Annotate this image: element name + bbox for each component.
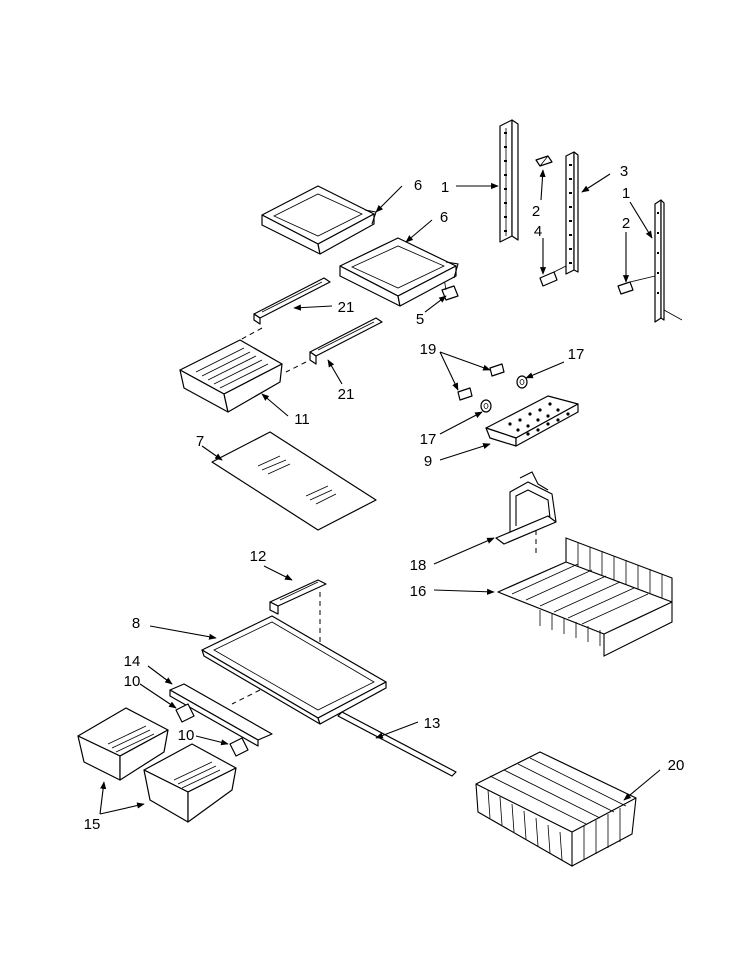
callout-4: 4 xyxy=(534,223,542,240)
callout-6a: 6 xyxy=(414,177,422,194)
callout-21a: 21 xyxy=(338,299,355,316)
bracket-part-18 xyxy=(495,471,557,545)
callout-11: 11 xyxy=(294,411,310,428)
washer-part-17a xyxy=(516,375,528,389)
callout-6b: 6 xyxy=(440,209,448,226)
drawer-part-15b xyxy=(143,743,237,823)
callout-5: 5 xyxy=(416,311,424,328)
screw-part-19b xyxy=(457,387,473,401)
callout-17a: 17 xyxy=(568,346,585,363)
callout-2b: 2 xyxy=(622,215,630,232)
callout-10b: 10 xyxy=(178,727,195,744)
callout-19: 19 xyxy=(420,341,437,358)
wire-shelf-part-16 xyxy=(497,537,673,657)
callout-labels: 1 2 3 1 2 4 5 6 6 21 21 11 7 19 17 17 9 … xyxy=(84,163,685,833)
cover-part-14 xyxy=(169,683,273,747)
shelf-upper xyxy=(261,185,377,255)
bin-part-9 xyxy=(485,395,579,447)
callout-9: 9 xyxy=(424,453,432,470)
glass-shelf-part-7 xyxy=(211,431,377,531)
shelf-rail-right xyxy=(654,199,683,323)
callout-16: 16 xyxy=(410,583,427,600)
slide-rail-upper xyxy=(253,277,331,325)
callout-8: 8 xyxy=(132,615,140,632)
screw-part-19a xyxy=(489,363,505,377)
slide-rail-lower xyxy=(309,317,383,365)
clip-part-10a xyxy=(175,703,195,723)
callout-1a: 1 xyxy=(441,179,449,196)
screw-part-2a xyxy=(535,155,553,167)
shelf-frame-part-8 xyxy=(201,615,387,725)
shelf-lower xyxy=(339,237,459,307)
callout-20: 20 xyxy=(668,757,685,774)
callout-17b: 17 xyxy=(420,431,437,448)
wire-basket-part-20 xyxy=(475,751,637,867)
callout-18: 18 xyxy=(410,557,427,574)
callout-21b: 21 xyxy=(338,386,355,403)
callout-10a: 10 xyxy=(124,673,141,690)
callout-13: 13 xyxy=(424,715,441,732)
washer-part-17b xyxy=(480,399,492,413)
shelf-rail-center xyxy=(565,151,579,275)
callout-2a: 2 xyxy=(532,203,540,220)
callout-15: 15 xyxy=(84,816,101,833)
slide-part-12 xyxy=(269,579,327,615)
callout-14: 14 xyxy=(124,653,141,670)
callout-1b: 1 xyxy=(622,185,630,202)
callout-12: 12 xyxy=(250,548,267,565)
screw-part-2b xyxy=(617,275,656,295)
clip-part-10b xyxy=(229,737,249,757)
drawer-part-15a xyxy=(77,707,169,781)
callout-3: 3 xyxy=(620,163,628,180)
leader-lines xyxy=(99,169,661,815)
drawer-part-11 xyxy=(179,339,283,413)
callout-7: 7 xyxy=(196,433,204,450)
rod-part-13 xyxy=(337,711,457,777)
screw-part-4 xyxy=(539,265,567,287)
shelf-rail-left xyxy=(499,119,519,243)
